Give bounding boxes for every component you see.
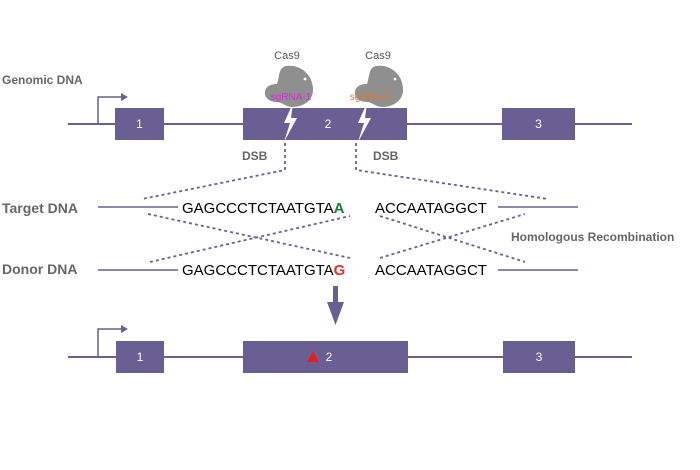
cut-lightning-icon (284, 103, 297, 142)
edited-exon-1-label: 1 (137, 350, 144, 364)
genomic-dna-label: Genomic DNA (2, 73, 83, 87)
cas9-protein-1-icon (264, 65, 314, 107)
zoom-dotted-lines (141, 143, 549, 200)
genomic-exon-3: 3 (502, 108, 575, 140)
dsb-right-label: DSB (373, 149, 399, 163)
sgrna-2-label: sgRNA-2 (350, 92, 391, 103)
donor-sequence-right: ACCAATAGGCT (375, 262, 487, 279)
cut-lightning-icon (358, 103, 371, 142)
donor-base: G (334, 262, 346, 279)
edited-promoter-arrow (97, 325, 128, 357)
edited-exon-3: 3 (503, 341, 575, 373)
cas9-label-1: Cas9 (274, 50, 300, 62)
edited-exon-1: 1 (116, 341, 164, 373)
mutation-marker-icon (307, 351, 319, 362)
genomic-exon-2: 2 (243, 108, 407, 140)
donor-sequence-left: GAGCCCTCTAATGTAG (182, 262, 345, 279)
target-dna-label: Target DNA (2, 200, 78, 216)
genomic-exon-1: 1 (115, 108, 164, 140)
recombination-crossover-lines (147, 213, 526, 263)
cas9-label-2: Cas9 (365, 50, 391, 62)
homologous-recombination-label: Homologous Recombination (511, 230, 674, 244)
genomic-exon-3-label: 3 (535, 117, 542, 131)
edited-exon-3-label: 3 (536, 350, 543, 364)
target-base: A (334, 200, 345, 217)
target-sequence-left: GAGCCCTCTAATGTAA (182, 200, 345, 217)
down-arrow-icon (327, 286, 344, 325)
sgrna-1-label: sgRNA-1 (271, 92, 312, 103)
donor-dna-label: Donor DNA (2, 261, 77, 277)
edited-exon-2-label: 2 (326, 350, 333, 364)
genomic-exon-2-label: 2 (325, 117, 332, 131)
genomic-exon-1-label: 1 (136, 117, 143, 131)
dsb-left-label: DSB (242, 149, 268, 163)
genomic-promoter-arrow (97, 93, 128, 124)
edited-exon-2: 2 (243, 341, 408, 373)
target-sequence-right: ACCAATAGGCT (375, 200, 487, 217)
cas9-protein-2-icon (354, 65, 404, 107)
